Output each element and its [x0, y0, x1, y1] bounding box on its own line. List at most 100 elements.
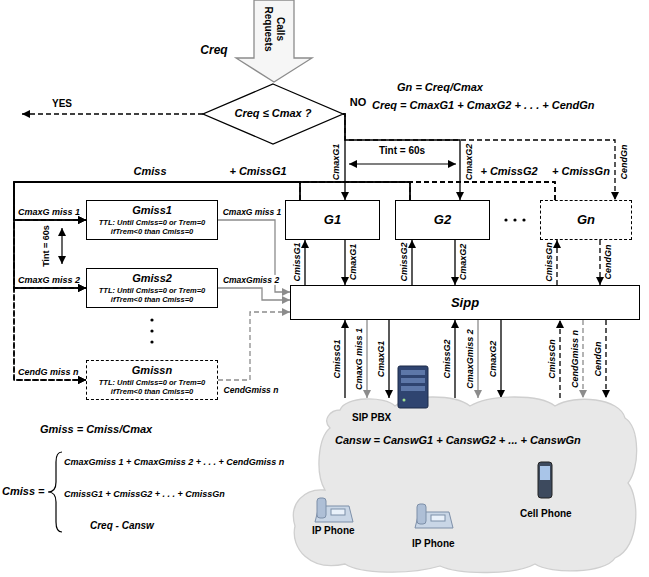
cell-body [538, 462, 552, 498]
label-holder: CmaxGmiss 1 + CmaxGmiss 2 + . . . + Cend… [64, 457, 284, 468]
request-arrow: Calls Requests [236, 0, 312, 82]
node-text: Cell Phone [520, 508, 572, 520]
edge-label-holder: CendGn [619, 145, 630, 180]
interval-arrow [349, 163, 456, 164]
label-holder: Creq = CmaxG1 + CmaxG2 + . . . + CendGn [372, 99, 595, 112]
edge-label: CendGn [593, 342, 604, 377]
network-cloud: SIP PBX Cansw = CanswG1 + CanswG2 + ... +… [290, 398, 640, 574]
annotation-label: YES [52, 98, 72, 110]
label-holder: CendG miss n [18, 367, 79, 378]
edge-label-holder: CmissG2 [399, 242, 410, 281]
connector [477, 320, 478, 398]
edge-label: CmaxG2 [458, 244, 469, 281]
connector [411, 240, 412, 285]
connector [344, 320, 345, 398]
edge-label-holder: CendGmiss n [224, 385, 279, 395]
ellipsis-dots [150, 318, 153, 343]
edge-label: CendGmiss n [570, 330, 581, 388]
curly-brace [48, 452, 62, 532]
dot [150, 318, 153, 321]
annotation-label: CmissG1 + CmissG2 + . . . + CmissGn [64, 489, 225, 500]
label-holder: CmaxG miss 2 [18, 275, 80, 286]
edge-label-holder: CmaxG2 [458, 244, 469, 281]
annotation-label: Creq [200, 43, 227, 57]
server-icon [398, 366, 428, 408]
label-holder: CmissG1 + CmissG2 + . . . + CmissGn [64, 489, 225, 500]
edge-label-holder: CmissG2 [442, 339, 453, 378]
node-text: ifTrem<0 than Cmiss=0 [111, 387, 193, 396]
label-holder: + CmissG2 [480, 165, 537, 178]
edge-label: CmissG1 [332, 339, 343, 378]
label-holder: Cmiss = [2, 485, 45, 498]
text-holder: SIP PBX [352, 412, 391, 424]
edge-label-holder: CmissG1 [332, 339, 343, 378]
edge-label: CmissGn [547, 339, 558, 379]
label-holder: NO [350, 96, 367, 109]
cloud-outline [290, 398, 640, 574]
connector [599, 240, 600, 285]
node-text: IP Phone [312, 525, 355, 537]
annotation-label: Gmiss = Cmiss/Cmax [40, 423, 152, 436]
server-slot [401, 378, 425, 383]
label-holder: CmaxG miss 1 [18, 207, 80, 218]
node-text: TTL: Until Cmiss=0 or Trem=0 [99, 218, 206, 227]
connector [605, 320, 606, 398]
connector [218, 312, 290, 380]
edge-label-holder: CmissGn [547, 339, 558, 379]
text-holder: Cell Phone [520, 508, 572, 520]
cell-phone-icon [538, 462, 552, 498]
arrow-shape [236, 0, 312, 82]
label-holder: Tint = 60s [41, 225, 52, 267]
node-text: ifTrem<0 than Cmiss=0 [111, 295, 193, 304]
dot [504, 218, 507, 221]
annotation-label: + CmissG2 [480, 165, 537, 178]
diamond-shape [203, 84, 343, 144]
ip-phone-icon [315, 498, 353, 522]
annotation-label: Creq - Cansw [90, 520, 154, 532]
connector [304, 240, 305, 285]
node-text: ifTrem<0 than Cmiss=0 [111, 227, 193, 236]
connector [454, 240, 455, 285]
annotation-label: CmaxGmiss 1 + CmaxGmiss 2 + . . . + Cend… [64, 457, 284, 468]
connector [14, 182, 300, 380]
edge-label: CmaxG2 [464, 144, 475, 181]
phone-handset [317, 498, 326, 518]
connector [366, 320, 367, 398]
connector [559, 320, 560, 398]
generator-box: G1 [285, 200, 380, 240]
connector [218, 288, 290, 300]
node-text: G2 [434, 212, 451, 228]
edge-label-holder: CmaxG miss 1 [354, 328, 365, 390]
edge-label: CendGn [619, 145, 630, 180]
text-holder: Cansw = CanswG1 + CanswG2 + ... + CanswG… [335, 434, 581, 447]
phone-handset [417, 504, 426, 524]
label-holder: Gn = Creq/Cmax [397, 81, 483, 94]
node-text: Gmiss2 [132, 272, 172, 285]
dot [150, 340, 153, 343]
node-text: IP Phone [412, 538, 455, 550]
annotation-label: CendG miss n [18, 367, 79, 378]
connector [556, 240, 557, 285]
edge-label-holder: CendGn [593, 342, 604, 377]
edge-label-holder: CmaxG1 [331, 144, 342, 181]
dot [150, 329, 153, 332]
connector-group [14, 114, 615, 398]
interval-arrow [61, 228, 62, 264]
label-holder: YES [52, 98, 72, 110]
node-text: Gmiss1 [132, 204, 172, 217]
edge-label-holder: CmaxGmiss 2 [465, 329, 476, 389]
label-holder: + CmissG1 [229, 165, 286, 178]
edge-label-holder: CmaxGmiss 2 [222, 275, 280, 285]
miss-generator-box: GmissnTTL: Until Cmiss=0 or Trem=0ifTrem… [86, 360, 218, 400]
edge-label-holder: CendGn [603, 245, 614, 280]
miss-generator-box: Gmiss1TTL: Until Cmiss=0 or Trem=0ifTrem… [86, 200, 218, 240]
server-body [398, 366, 428, 408]
edge-label-holder: CmissG1 [292, 242, 303, 281]
dot [513, 218, 516, 221]
generator-box: Gn [540, 200, 632, 240]
annotation-label: Gn = Creq/Cmax [397, 81, 483, 94]
ip-phone-icon [415, 504, 453, 528]
edge-label: CmaxG miss 1 [222, 207, 283, 217]
